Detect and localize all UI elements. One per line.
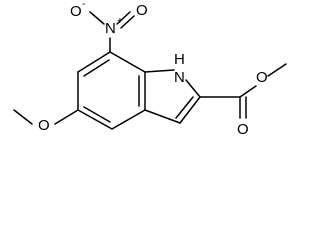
- bond-c7-c7a: [109, 51, 146, 73]
- bond-c3a-c4: [111, 109, 146, 130]
- chemical-structure: O - N + O H N O O O: [13, 0, 287, 138]
- ester-carbonyl-o-label: O: [237, 121, 249, 138]
- bond-c3-c3a: [144, 109, 181, 124]
- methoxy-o-label: O: [38, 117, 50, 134]
- bond-n1-c2: [185, 79, 201, 98]
- methoxy-group: [13, 109, 79, 125]
- bond-c5-methoxy-o: [54, 109, 79, 125]
- pyrrole-ring: [144, 69, 201, 124]
- nitro-n-charge: +: [117, 16, 123, 27]
- bond-carbonyl-c-ester-o: [239, 85, 257, 98]
- bond-nitro-n-o-minus: [89, 11, 105, 25]
- bond-c6-c7: [77, 51, 111, 73]
- bond-c7a-n1: [144, 69, 175, 73]
- bond-c4-c5: [77, 109, 113, 130]
- methyl-ester-group: [199, 63, 287, 119]
- indole-nh-h-label: H: [174, 51, 185, 68]
- bond-c2-c3: [179, 96, 201, 124]
- nitro-n-label: N: [105, 20, 116, 37]
- ester-o-label: O: [256, 69, 268, 86]
- indole-n-label: N: [174, 69, 185, 86]
- nitro-o-minus-charge: -: [82, 0, 85, 10]
- bond-methoxy-o-methyl: [13, 109, 33, 125]
- nitro-o-minus-label: O: [70, 3, 82, 20]
- bond-nitro-n-o: [116, 11, 131, 25]
- nitro-o-label: O: [136, 2, 148, 19]
- nitro-group: [89, 11, 135, 53]
- benzene-ring: [77, 51, 146, 130]
- bond-ester-o-methyl: [267, 63, 287, 77]
- bond-c4-c5-double: [83, 106, 111, 123]
- bond-nitro-n-o-double: [120, 15, 135, 29]
- bond-c6-c7-double: [83, 59, 110, 77]
- bond-c2-c3-double: [175, 96, 194, 119]
